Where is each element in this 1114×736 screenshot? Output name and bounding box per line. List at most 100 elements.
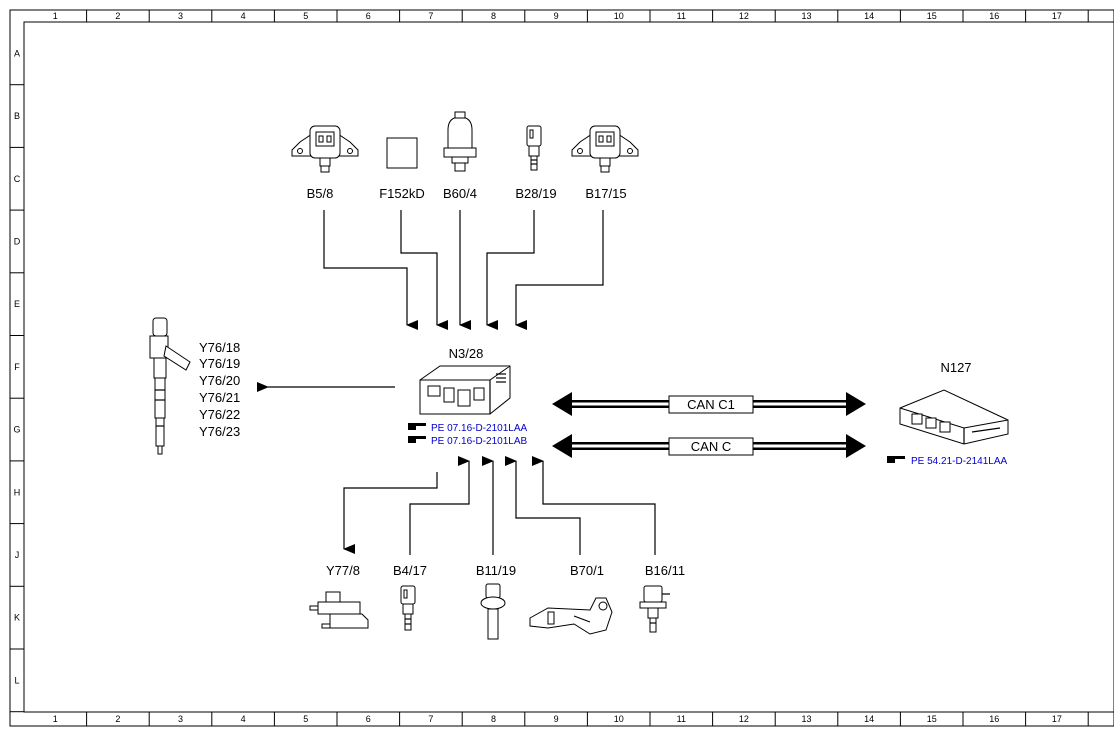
grid-column-label: 6: [366, 11, 371, 21]
grid-row-label: E: [14, 299, 20, 309]
grid-column-label: 15: [927, 11, 937, 21]
grid-column-label: 2: [115, 11, 120, 21]
injector-icon: [149, 317, 191, 455]
label-y76-21: Y76/21: [199, 390, 240, 405]
line-b4-17-to-n3-28: [409, 456, 470, 555]
grid-column-label: 8: [491, 11, 496, 21]
grid-column-label: 14: [864, 11, 874, 21]
component-b5-8: B5/8: [291, 125, 359, 201]
ref-link-2[interactable]: PE 07.16-D-2101LAB: [408, 436, 528, 447]
grid-row-label: F: [14, 362, 20, 372]
outer-border: [9, 9, 1114, 727]
grid-row-label: H: [14, 487, 21, 497]
ref-pe-07-16-d-2101lab[interactable]: PE 07.16-D-2101LAB: [431, 436, 528, 447]
label-y76-20: Y76/20: [199, 373, 240, 388]
line-b16-11-to-n3-28: [532, 456, 656, 555]
grid-column-label: 16: [989, 11, 999, 21]
sensor-b28-19-icon: [526, 125, 542, 171]
grid-column-label: 4: [241, 11, 246, 21]
label-y76-23: Y76/23: [199, 424, 240, 439]
relay-f152kd-icon: [386, 137, 418, 169]
sensor-b70-1-icon: [529, 597, 613, 635]
label-b17-15: B17/15: [585, 186, 626, 201]
grid-column-label: 16: [989, 714, 999, 724]
sensor-b4-17-icon: [400, 585, 416, 631]
grid-column-label: 13: [801, 714, 811, 724]
label-b5-8: B5/8: [307, 186, 334, 201]
grid-column-label: 1: [53, 714, 58, 724]
grid-ticks: [10, 10, 1089, 726]
bottom-signal-lines: [343, 456, 656, 555]
grid-column-label: 3: [178, 714, 183, 724]
label-n127: N127: [940, 360, 971, 375]
label-b4-17: B4/17: [393, 563, 427, 578]
grid-column-label: 7: [428, 714, 433, 724]
ecu-n127-icon: [899, 389, 1009, 445]
grid-column-label: 5: [303, 11, 308, 21]
component-b16-11: B16/11: [639, 563, 685, 633]
grid-labels: 1122334455667788991010111112121313141415…: [13, 11, 1061, 724]
component-y77-8: Y77/8: [309, 563, 369, 629]
label-y76-18: Y76/18: [199, 340, 240, 355]
label-n3-28: N3/28: [449, 346, 484, 361]
label-b16-11: B16/11: [645, 563, 685, 578]
line-b17-15-to-n3-28: [515, 210, 604, 330]
grid-row-label: K: [14, 613, 20, 623]
grid-column-label: 11: [677, 11, 686, 21]
ref-link-1[interactable]: PE 07.16-D-2101LAA: [408, 423, 528, 434]
grid-column-label: 10: [614, 714, 624, 724]
grid-column-label: 8: [491, 714, 496, 724]
sensor-b16-11-icon: [639, 585, 670, 633]
component-n3-28: N3/28 PE 07.16-D-2101LAA PE 0: [408, 346, 528, 447]
ref-link-3[interactable]: PE 54.21-D-2141LAA: [887, 456, 1008, 467]
grid-column-label: 17: [1052, 714, 1062, 724]
grid-column-label: 17: [1052, 11, 1062, 21]
component-b4-17: B4/17: [393, 563, 427, 631]
sensor-b5-8-icon: [291, 125, 359, 173]
ref-pe-54-21-d-2141laa[interactable]: PE 54.21-D-2141LAA: [911, 456, 1008, 467]
line-b28-19-to-n3-28: [486, 210, 535, 330]
component-b11-19: B11/19: [476, 563, 516, 640]
grid-row-label: A: [14, 48, 20, 58]
grid-column-label: 1: [53, 11, 58, 21]
grid-column-label: 10: [614, 11, 624, 21]
grid-row-label: J: [15, 550, 20, 560]
grid-column-label: 11: [677, 714, 686, 724]
grid-column-label: 14: [864, 714, 874, 724]
hand-pointer-icon: [408, 436, 426, 443]
component-f152kd: F152kD: [379, 137, 425, 201]
grid-column-label: 15: [927, 714, 937, 724]
component-injectors: Y76/18 Y76/19 Y76/20 Y76/21 Y76/22 Y76/2…: [149, 317, 240, 455]
grid-column-label: 7: [428, 11, 433, 21]
label-b70-1: B70/1: [570, 563, 604, 578]
sensor-b17-15-icon: [571, 125, 639, 173]
grid-row-label: D: [14, 236, 21, 246]
grid-column-label: 6: [366, 714, 371, 724]
component-b60-4: B60/4: [443, 111, 477, 201]
line-n3-28-to-y77-8: [343, 472, 438, 554]
line-b5-8-to-n3-28: [323, 210, 418, 330]
label-y77-8: Y77/8: [326, 563, 360, 578]
label-b28-19: B28/19: [515, 186, 556, 201]
label-can-c: CAN C: [691, 439, 731, 454]
line-b70-1-to-n3-28: [505, 456, 581, 555]
sensor-b11-19-icon: [480, 583, 506, 640]
label-y76-19: Y76/19: [199, 356, 240, 371]
bus-can-c: CAN C: [552, 434, 866, 458]
grid-column-label: 12: [739, 11, 749, 21]
grid-row-label: C: [14, 174, 21, 184]
top-signal-lines: [323, 210, 604, 330]
grid-column-label: 3: [178, 11, 183, 21]
grid-row-label: L: [14, 675, 19, 685]
line-f152kd-to-n3-28: [400, 210, 448, 330]
grid-column-label: 9: [554, 11, 559, 21]
grid-column-label: 12: [739, 714, 749, 724]
component-n127: N127 PE 54.21-D-2141LAA: [887, 360, 1009, 467]
label-b11-19: B11/19: [476, 563, 516, 578]
valve-y77-8-icon: [309, 591, 369, 629]
ref-pe-07-16-d-2101laa[interactable]: PE 07.16-D-2101LAA: [431, 423, 528, 434]
sensor-b60-4-icon: [443, 111, 477, 172]
label-b60-4: B60/4: [443, 186, 477, 201]
component-b17-15: B17/15: [571, 125, 639, 201]
component-b70-1: B70/1: [529, 563, 613, 635]
